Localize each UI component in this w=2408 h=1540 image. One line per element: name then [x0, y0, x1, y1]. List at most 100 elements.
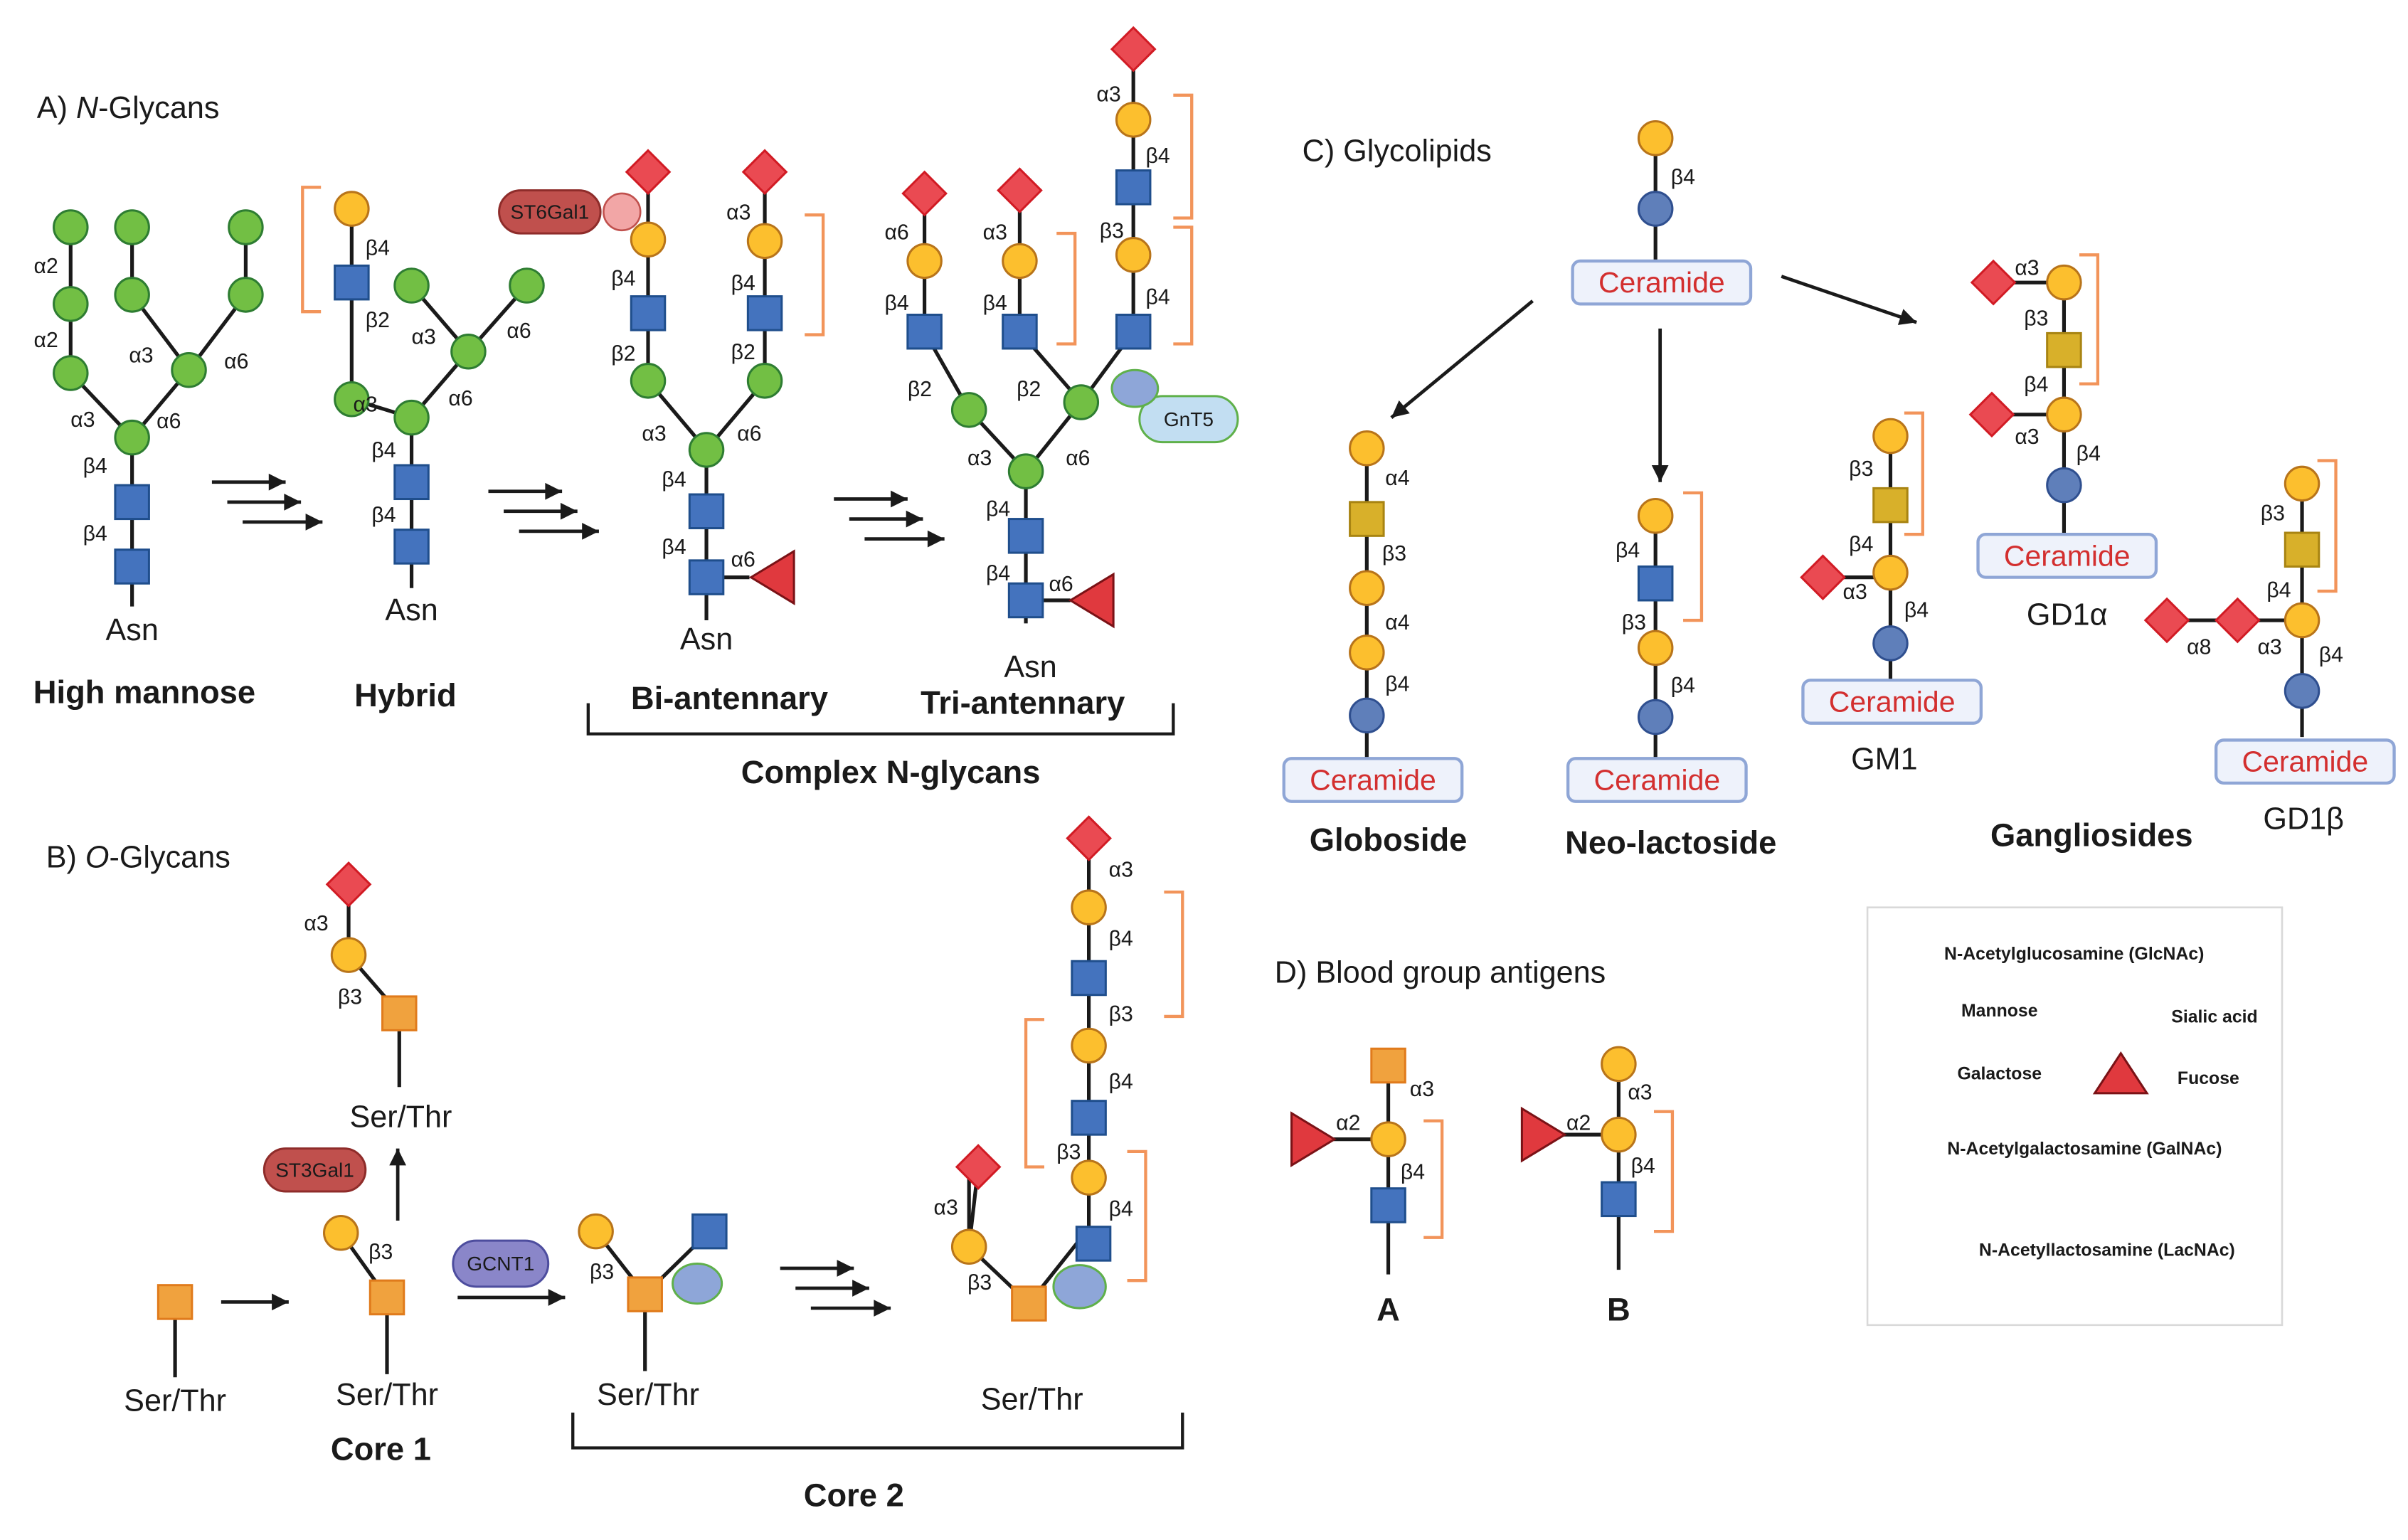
- sialic-acid-icon: [1066, 815, 1112, 861]
- ceramide-box-label: Ceramide: [1829, 685, 1956, 718]
- section-d-title: D) Blood group antigens: [1275, 955, 1606, 989]
- anchor-label: Asn: [680, 622, 733, 657]
- reaction-arrows-head: [874, 1300, 891, 1317]
- lacnac-bracket: [805, 213, 825, 336]
- glcnac-icon: [906, 313, 943, 350]
- linkage-label: α3: [354, 393, 378, 416]
- lacnac-bracket: [1024, 1018, 1044, 1169]
- linkage-label: β3: [1849, 457, 1873, 481]
- galactose-icon: [746, 223, 783, 260]
- lacnac-bracket: [1164, 890, 1184, 1019]
- core2-group-bracket: [571, 1412, 1184, 1450]
- linkage-label: α3: [1410, 1078, 1434, 1101]
- ceramide-box: [2214, 738, 2396, 785]
- structure-title: Globoside: [1310, 822, 1468, 858]
- complex-n-glycans-label: Complex N-glycans: [741, 754, 1041, 790]
- lacnac-bracket: [1056, 231, 1077, 346]
- anchor-label: Asn: [1004, 650, 1056, 684]
- galactose-icon: [1872, 418, 1909, 455]
- linkage-label: α6: [1049, 573, 1073, 596]
- galnac-icon: [368, 1279, 405, 1316]
- galnac-icon: [1370, 1047, 1406, 1084]
- reaction-arrows-head: [545, 482, 563, 500]
- linkage-label: α3: [1628, 1081, 1652, 1105]
- linkage-label: β3: [1382, 542, 1406, 565]
- gangliosides-label: Gangliosides: [1990, 817, 2193, 853]
- lacnac-bracket: [1423, 1119, 1444, 1239]
- linkage-label: β3: [368, 1241, 393, 1264]
- st3gal1-enzyme: [262, 1147, 367, 1193]
- linkage-label: β4: [986, 497, 1010, 521]
- galactose-icon: [1349, 570, 1385, 606]
- structure-title: Core 2: [804, 1477, 904, 1514]
- galnac-icon: [1872, 487, 1909, 524]
- legend-label-fucose: Fucose: [2178, 1069, 2239, 1088]
- glcnac-icon: [1002, 313, 1038, 350]
- linkage-label: α4: [1385, 611, 1409, 634]
- reaction-arrows-head: [927, 530, 945, 548]
- gnt5-enzyme: [1138, 395, 1239, 444]
- blood-group-a-label: A: [1377, 1291, 1400, 1327]
- sialic-acid-icon: [2215, 597, 2261, 644]
- linkage-label: β4: [2024, 373, 2048, 396]
- glcnac-icon: [393, 464, 430, 501]
- section-b-title: B) O-Glycans: [46, 841, 230, 875]
- reaction-arrows-head: [906, 510, 923, 528]
- glcnac-icon: [688, 493, 725, 530]
- glcnac-icon: [1370, 1187, 1406, 1223]
- glcnac-icon: [746, 295, 783, 331]
- galnac-icon: [627, 1276, 663, 1312]
- linkage-label: β4: [1904, 599, 1929, 622]
- galactose-icon: [2284, 465, 2321, 502]
- linkage-label: β3: [2261, 502, 2285, 526]
- anchor-label: Asn: [105, 613, 158, 647]
- glcnac-icon: [393, 529, 430, 565]
- reaction-arrows-head: [284, 493, 302, 511]
- linkage-label: α3: [304, 912, 328, 935]
- anchor-label: Ser/Thr: [981, 1383, 1083, 1417]
- glcnac-icon: [1075, 1226, 1112, 1262]
- glcnac-icon: [691, 1213, 728, 1250]
- ceramide-box-label: Ceramide: [1310, 764, 1436, 797]
- linkage-label: β4: [1109, 1198, 1133, 1221]
- gcnt1-enzyme: [452, 1239, 550, 1288]
- ceramide-box: [1801, 679, 1983, 725]
- linkage-label: β2: [1017, 378, 1041, 401]
- linkage-label: α3: [2015, 256, 2039, 280]
- linkage-label: β4: [2076, 442, 2101, 466]
- mannose-icon: [171, 351, 207, 388]
- linkage-label: α6: [448, 387, 472, 410]
- galactose-icon: [1349, 634, 1385, 671]
- linkage-label: β4: [1145, 144, 1169, 168]
- lacnac-bracket: [301, 186, 322, 314]
- glcnac-icon: [1007, 518, 1044, 554]
- legend-label-galactose: Galactose: [1957, 1064, 2042, 1083]
- sialic-acid-icon: [1970, 259, 2017, 306]
- glcnac-icon: [114, 484, 150, 521]
- linkage-label: α3: [2015, 425, 2039, 449]
- structure-title: High mannose: [33, 674, 255, 711]
- linkage-label: β3: [338, 986, 362, 1009]
- galactose-icon: [906, 243, 943, 280]
- residues: [53, 26, 2321, 1322]
- structure-title: GM1: [1851, 742, 1918, 776]
- ceramide-box-label: Ceramide: [1598, 266, 1725, 299]
- linkage-label: α2: [33, 255, 58, 278]
- reaction-arrows-head: [268, 473, 286, 491]
- structure-title: Core 1: [331, 1431, 431, 1467]
- sialic-acid-icon: [1110, 26, 1157, 73]
- sialic-acid-icon: [997, 167, 1043, 214]
- legend-label-galnac: N-Acetylgalactosamine (GalNAc): [1947, 1140, 2222, 1159]
- galactose-icon: [322, 1215, 359, 1251]
- mannose-icon: [334, 381, 370, 418]
- structure-title: GD1β: [2263, 802, 2344, 837]
- linkage-label: β4: [1401, 1161, 1425, 1184]
- glcnac-icon: [334, 264, 370, 301]
- linkage-label: β4: [1109, 928, 1133, 951]
- fucose-icon: [1290, 1111, 1337, 1168]
- glcnac-icon: [114, 548, 150, 585]
- linkage-label: β4: [371, 439, 396, 462]
- linkage-label: α6: [157, 410, 181, 433]
- legend-label-sialic: Sialic acid: [2171, 1008, 2257, 1027]
- mannose-icon: [228, 277, 264, 313]
